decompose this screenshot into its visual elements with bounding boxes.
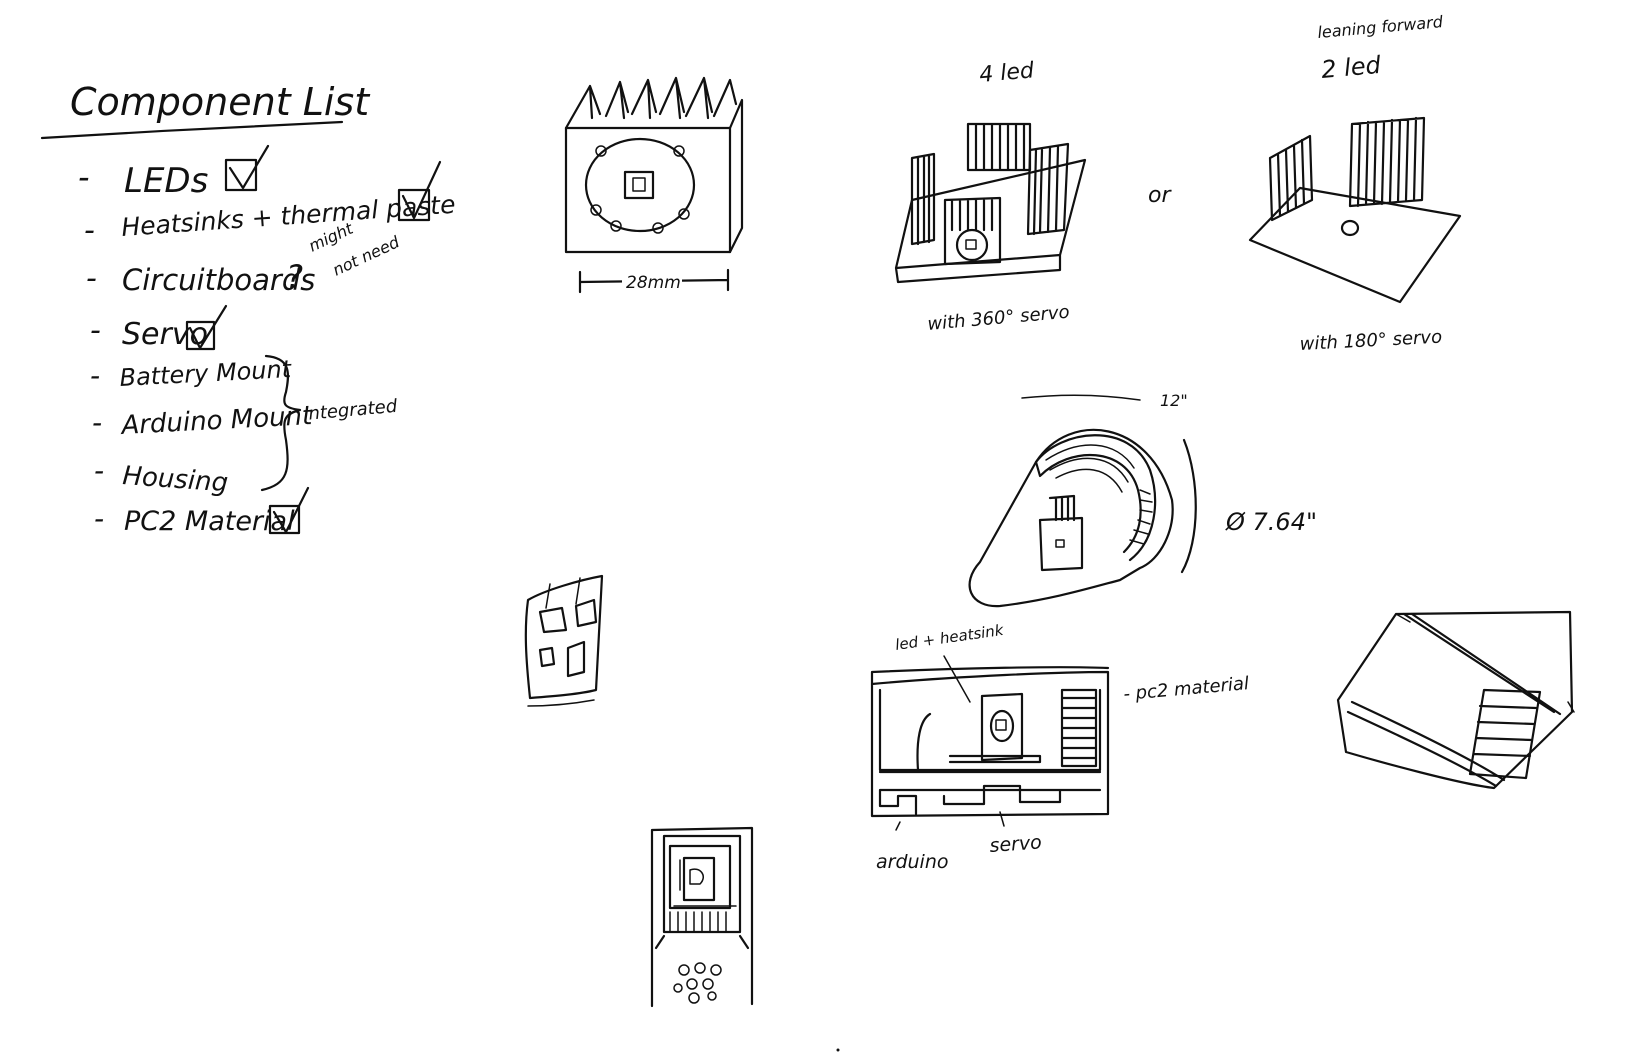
heatsink-side — [728, 98, 744, 254]
checkbox — [224, 158, 258, 192]
list-item-dash: - — [78, 158, 90, 196]
list-item-dash: - — [90, 359, 100, 392]
heatsink-front — [564, 126, 732, 254]
top-heatsink — [966, 122, 1032, 172]
component-list-title: Component List — [70, 80, 371, 124]
led-dot — [1340, 219, 1360, 237]
list-item-dash: - — [86, 261, 97, 296]
list-item-label: Battery Mount — [119, 355, 293, 392]
list-item-label: Circuitboards — [122, 263, 315, 297]
cross-section-sketch: led + heatsink - pc2 material arduino se… — [870, 621, 1250, 873]
list-item-label: LEDs — [124, 161, 208, 201]
list-item-dash: - — [94, 502, 104, 535]
grouping-brace — [260, 354, 302, 492]
or-connector: or — [1148, 183, 1172, 208]
diameter-arc — [1180, 438, 1197, 574]
callout-arduino: arduino — [876, 851, 949, 873]
cabinet-slats — [669, 911, 727, 933]
sketch-title: leaning forward — [1317, 12, 1445, 42]
cabinet-legs — [654, 934, 750, 950]
sketch-caption: with 180° servo — [1299, 327, 1442, 355]
callout-pc2: - pc2 material — [1123, 673, 1250, 705]
list-item-dash: - — [92, 406, 102, 439]
right-heatsink — [1026, 142, 1070, 236]
inner-module — [1038, 494, 1084, 572]
led-module — [980, 692, 1024, 762]
housing-outline — [968, 428, 1174, 608]
list-item-dash: - — [90, 313, 101, 348]
section-outline — [870, 670, 1110, 818]
height-arc — [1021, 394, 1141, 401]
list-item-label: Housing — [122, 461, 230, 498]
base-plate — [1248, 186, 1462, 304]
list-item: - Housing — [94, 454, 229, 498]
checkmark-icon — [401, 160, 442, 220]
inner-wall — [878, 688, 1102, 772]
callout-line — [943, 655, 971, 703]
list-item: - Battery Mount — [90, 355, 293, 392]
diameter-label: Ø 7.64" — [1225, 508, 1317, 536]
cabinet-outline — [650, 826, 754, 1008]
checkmark-icon — [228, 144, 270, 190]
base-plate — [894, 158, 1087, 284]
side-panel-sketch — [524, 574, 604, 707]
list-item: - Arduino Mount — [92, 401, 314, 441]
callout-line — [999, 811, 1005, 827]
led-rows — [1045, 444, 1135, 493]
heatsink-fins — [564, 76, 738, 130]
front-heatsink — [943, 196, 1002, 266]
two-led-sketch: leaning forward 2 led with 180° servo — [1248, 12, 1462, 355]
callout-led-heatsink: led + heatsink — [894, 621, 1006, 654]
base-parts — [878, 770, 1102, 816]
list-item: - Servo — [90, 304, 228, 352]
list-item-dash: - — [94, 454, 104, 487]
cabinet-inner — [668, 844, 732, 910]
cabinet-front-sketch — [650, 826, 754, 1008]
checkbox — [268, 504, 301, 535]
section-top — [870, 666, 1110, 686]
list-item-dash: - — [84, 213, 95, 248]
callout-line — [895, 821, 901, 831]
led-chip — [623, 170, 655, 200]
sketch-title: 2 led — [1320, 51, 1383, 84]
led-rows-side — [1129, 489, 1153, 545]
checkbox — [397, 188, 431, 222]
list-item-question: ? — [286, 258, 303, 296]
sketch-title: 4 led — [978, 58, 1036, 88]
checkbox — [185, 320, 216, 351]
round-housing-sketch: 12" Ø 7.64" — [968, 391, 1317, 608]
callout-servo: servo — [989, 831, 1043, 857]
checkmark-icon — [272, 486, 310, 534]
component-list: Component List - LEDs - Heatsinks + ther… — [40, 80, 456, 537]
list-item: - PC2 Material — [94, 486, 310, 537]
led-lens — [955, 228, 989, 262]
led-die — [632, 177, 646, 192]
four-led-sketch: 4 led with 360° servo — [894, 58, 1087, 335]
led-ring — [584, 137, 696, 233]
cabinet-window — [662, 834, 742, 934]
checkmark-icon — [188, 304, 228, 350]
left-heatsink — [1268, 134, 1314, 222]
heatsink-block — [1060, 688, 1098, 768]
shelf — [916, 712, 1042, 772]
heatsink-sketch: 28mm — [564, 76, 744, 294]
title-underline — [40, 120, 344, 140]
list-item-label: PC2 Material — [124, 506, 295, 537]
right-heatsink — [1348, 116, 1426, 208]
stair-block — [1468, 688, 1542, 780]
height-label: 12" — [1160, 391, 1188, 410]
housing-outline — [1336, 610, 1574, 790]
dimension-label: 28mm — [626, 273, 681, 293]
brace-label: integrated — [303, 396, 399, 425]
left-heatsink — [910, 152, 936, 246]
inner-diagonal — [1346, 612, 1562, 788]
panel-outline — [524, 574, 604, 700]
sketch-caption: with 360° servo — [927, 302, 1071, 335]
list-item: - LEDs — [78, 144, 270, 201]
stray-dot — [836, 1048, 840, 1052]
angled-housing-sketch — [1336, 610, 1575, 790]
